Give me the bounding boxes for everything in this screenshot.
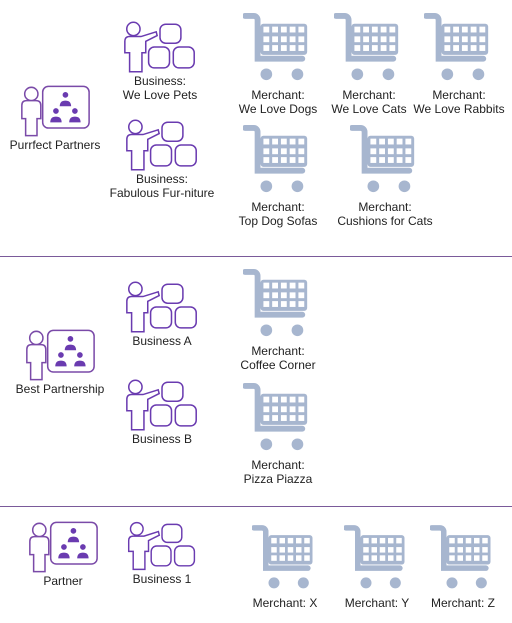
merchant-label: Merchant: Y <box>344 596 410 610</box>
merchant-node: Merchant: X <box>240 522 330 610</box>
business-label: Business B <box>131 432 193 446</box>
business-people-icon <box>124 118 200 172</box>
merchant-label-line1: Merchant: <box>342 88 396 102</box>
merchant-node: Merchant: Coffee Corner <box>230 266 326 372</box>
partner-node: Best Partnership <box>10 328 110 396</box>
business-people-icon <box>122 20 198 74</box>
partner-node: Partner <box>18 520 108 588</box>
business-people-icon <box>124 280 200 334</box>
merchant-node: Merchant: We Love Rabbits <box>408 10 510 116</box>
business-label-line2: We Love Pets <box>122 88 198 102</box>
partner-presentation-icon <box>24 328 96 382</box>
group-divider <box>0 256 512 257</box>
shopping-cart-icon <box>334 10 404 88</box>
shopping-cart-icon <box>350 122 420 200</box>
business-node: Business: We Love Pets <box>115 20 205 102</box>
merchant-label: Merchant: Z <box>430 596 496 610</box>
merchant-label-line1: Merchant: <box>251 458 305 472</box>
partner-presentation-icon <box>19 84 91 138</box>
shopping-cart-icon <box>243 380 313 458</box>
shopping-cart-icon <box>243 266 313 344</box>
partner-label: Best Partnership <box>15 382 105 396</box>
group-divider <box>0 506 512 507</box>
business-label-line2: Fabulous Fur-niture <box>109 186 215 200</box>
partner-label: Purrfect Partners <box>9 138 101 152</box>
business-label-line1: Business: <box>135 172 189 186</box>
merchant-label-line2: Pizza Piazza <box>243 472 313 486</box>
merchant-node: Merchant: Top Dog Sofas <box>230 122 326 228</box>
partner-node: Purrfect Partners <box>10 84 100 152</box>
merchant-label-line2: We Love Dogs <box>238 102 318 116</box>
merchant-label-line2: Top Dog Sofas <box>238 214 318 228</box>
shopping-cart-icon <box>430 522 496 596</box>
business-label: Business A <box>132 334 192 348</box>
partner-label: Partner <box>43 574 83 588</box>
shopping-cart-icon <box>243 122 313 200</box>
shopping-cart-icon <box>344 522 410 596</box>
business-node: Business 1 <box>120 520 204 586</box>
partner-presentation-icon <box>27 520 99 574</box>
business-people-icon <box>124 378 200 432</box>
business-label-line1: Business: <box>133 74 187 88</box>
merchant-label-line2: We Love Rabbits <box>413 102 505 116</box>
business-node: Business: Fabulous Fur-niture <box>100 118 224 200</box>
merchant-node: Merchant: Cushions for Cats <box>330 122 440 228</box>
merchant-label-line1: Merchant: <box>251 200 305 214</box>
merchant-label-line2: We Love Cats <box>331 102 407 116</box>
shopping-cart-icon <box>252 522 318 596</box>
business-label: Business 1 <box>132 572 192 586</box>
merchant-node: Merchant: We Love Dogs <box>230 10 326 116</box>
business-node: Business B <box>117 378 207 446</box>
merchant-label-line2: Coffee Corner <box>240 358 316 372</box>
merchant-node: Merchant: Y <box>332 522 422 610</box>
merchant-label-line1: Merchant: <box>251 88 305 102</box>
merchant-label: Merchant: X <box>252 596 318 610</box>
merchant-node: Merchant: We Love Cats <box>321 10 417 116</box>
merchant-label-line2: Cushions for Cats <box>337 214 433 228</box>
merchant-label-line1: Merchant: <box>432 88 486 102</box>
business-people-icon <box>126 520 198 572</box>
merchant-label-line1: Merchant: <box>358 200 412 214</box>
merchant-node: Merchant: Pizza Piazza <box>230 380 326 486</box>
business-node: Business A <box>117 280 207 348</box>
shopping-cart-icon <box>424 10 494 88</box>
merchant-label-line1: Merchant: <box>251 344 305 358</box>
merchant-node: Merchant: Z <box>418 522 508 610</box>
shopping-cart-icon <box>243 10 313 88</box>
